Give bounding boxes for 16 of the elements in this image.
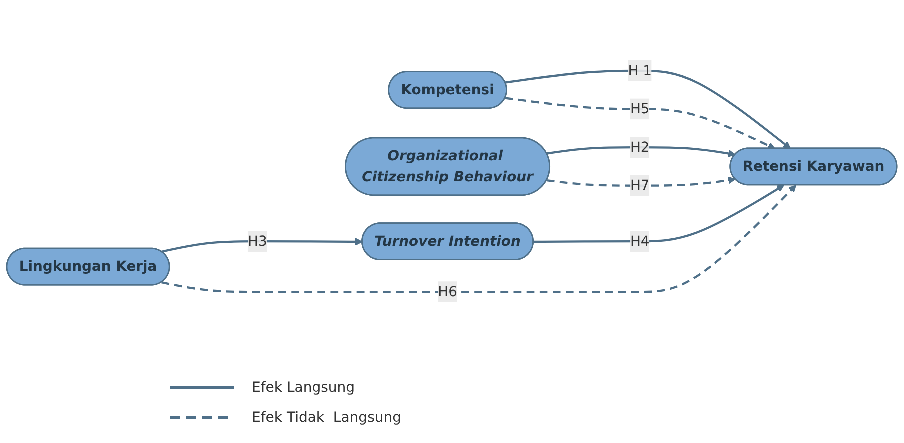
arrow [505, 97, 776, 150]
legend-text: Efek Langsung [252, 380, 356, 396]
edge-label: H4 [630, 232, 650, 250]
arrow [534, 185, 785, 244]
edge-label: H2 [630, 138, 650, 156]
edge-label: H3 [248, 232, 268, 250]
arrow [162, 185, 797, 294]
legend-text: Efek Tidak Langsung [252, 410, 402, 426]
arrow [546, 146, 736, 158]
arrow [162, 238, 363, 254]
edge-label: H6 [438, 283, 458, 300]
edge-label: H 1 [628, 62, 652, 79]
arrow [546, 176, 736, 187]
edge-label: H7 [630, 177, 650, 194]
edge-label: H5 [630, 100, 650, 118]
arrow [505, 70, 792, 150]
